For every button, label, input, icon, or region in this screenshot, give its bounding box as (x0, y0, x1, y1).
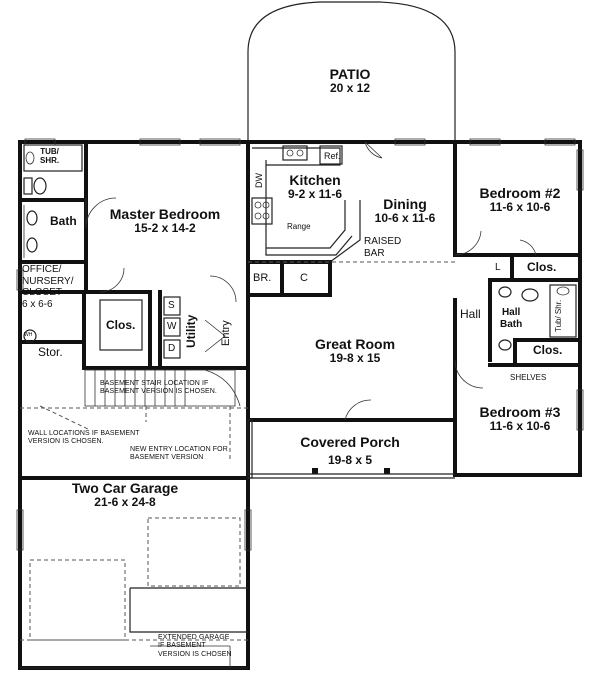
dining-label: Dining 10-6 x 11-6 (360, 196, 450, 226)
range-label: Range (287, 222, 311, 231)
closet-box (99, 299, 143, 351)
closet-bed2-label: Clos. (527, 260, 557, 274)
linen-label: L (495, 262, 501, 273)
hall-bath-label: Hall Bath (500, 307, 523, 330)
bedroom3-label: Bedroom #3 11-6 x 10-6 (465, 404, 575, 434)
patio-label: PATIO 20 x 12 (300, 66, 400, 96)
bath-label: Bath (50, 214, 77, 228)
office-label: OFFICE/ NURSERY/ CLOSET 6 x 6-6 (22, 264, 84, 310)
range-icon (251, 197, 273, 225)
room-name: Covered Porch (300, 434, 400, 450)
room-dim: 21-6 x 24-8 (94, 495, 156, 510)
tub-shr-vertical-label: Tub/ Shr. (554, 299, 563, 332)
room-name: Great Room (314, 336, 396, 352)
room-dim: 20 x 12 (329, 81, 371, 96)
basement-stair-note: BASEMENT STAIR LOCATION IF BASEMENT VERS… (100, 380, 217, 396)
garage-bay-left (29, 559, 126, 641)
room-name: PATIO (329, 66, 371, 82)
great-room-label: Great Room 19-8 x 15 (300, 336, 410, 366)
refrigerator-icon (319, 145, 343, 165)
room-name: Dining (383, 196, 427, 212)
garage-bay-right (147, 517, 241, 587)
utility-label: Utility (184, 314, 198, 348)
refrigerator-label: Ref. (324, 151, 341, 161)
storage-label: Stor. (38, 345, 63, 359)
raised-bar-label: RAISED BAR (364, 236, 402, 259)
kitchen-label: Kitchen 9-2 x 11-6 (275, 172, 355, 202)
hall-label: Hall (460, 307, 481, 321)
new-entry-note: NEW ENTRY LOCATION FOR BASEMENT VERSION (130, 446, 228, 462)
room-dim: 19-8 x 5 (327, 453, 373, 468)
porch-post (312, 468, 318, 474)
garage-walls (18, 363, 250, 670)
dryer-label: D (168, 343, 176, 354)
sink-icon (282, 145, 308, 161)
closet-c-label: C (300, 272, 308, 284)
entry-label: Entry (220, 320, 232, 346)
extended-garage-line (129, 587, 248, 633)
room-dim: 11-6 x 10-6 (489, 419, 551, 434)
basement-stair-outline (84, 369, 241, 407)
closet-hall-label: Clos. (533, 343, 563, 357)
room-name: Kitchen (289, 172, 341, 188)
basement-wall-dash (20, 261, 455, 460)
office-line: OFFICE/ (22, 264, 62, 275)
kitchen-counter (252, 147, 353, 256)
wall-locations-note: WALL LOCATIONS IF BASEMENT VERSION IS CH… (28, 430, 140, 446)
dishwasher-label: DW (254, 173, 264, 188)
sink-icon (498, 286, 512, 298)
extended-garage-note: EXTENDED GARAGE IF BASEMENT VERSION IS C… (158, 634, 232, 658)
garage-label: Two Car Garage 21-6 x 24-8 (60, 480, 190, 510)
master-label: Master Bedroom 15-2 x 14-2 (100, 206, 230, 236)
room-dim: 15-2 x 14-2 (134, 221, 196, 236)
patio-outline (247, 1, 456, 142)
room-name: Master Bedroom (109, 206, 221, 222)
bathtub-icon (549, 284, 577, 338)
room-dim: 11-6 x 10-6 (489, 200, 551, 215)
patio-door-arc (364, 141, 383, 159)
broom-closet-label: BR. (253, 272, 272, 284)
bedroom2-label: Bedroom #2 11-6 x 10-6 (465, 185, 575, 215)
tub-shr-label: TUB/ SHR. (40, 147, 60, 166)
room-name: Bedroom #3 (479, 404, 561, 420)
sink-s-label: S (168, 300, 175, 311)
room-dim: 19-8 x 15 (329, 351, 381, 366)
water-heater-label: WH (24, 332, 33, 338)
room-name: Bedroom #2 (479, 185, 561, 201)
sink-icon (26, 210, 38, 226)
room-dim: 9-2 x 11-6 (287, 187, 343, 202)
porch-post (384, 468, 390, 474)
shelves-label: SHELVES (510, 373, 547, 382)
toilet-icon (521, 288, 539, 302)
office-dim: 6 x 6-6 (22, 298, 53, 310)
porch-label: Covered Porch 19-8 x 5 (290, 434, 410, 468)
room-dim: 10-6 x 11-6 (374, 211, 436, 226)
closet-master-label: Clos. (106, 318, 136, 332)
office-line: CLOSET (22, 287, 63, 298)
water-heater-icon (23, 329, 37, 343)
raised-bar (329, 200, 361, 263)
room-name: Two Car Garage (71, 480, 179, 496)
toilet-icon (33, 177, 47, 195)
washer-label: W (167, 321, 177, 332)
office-line: NURSERY/ (22, 275, 74, 287)
